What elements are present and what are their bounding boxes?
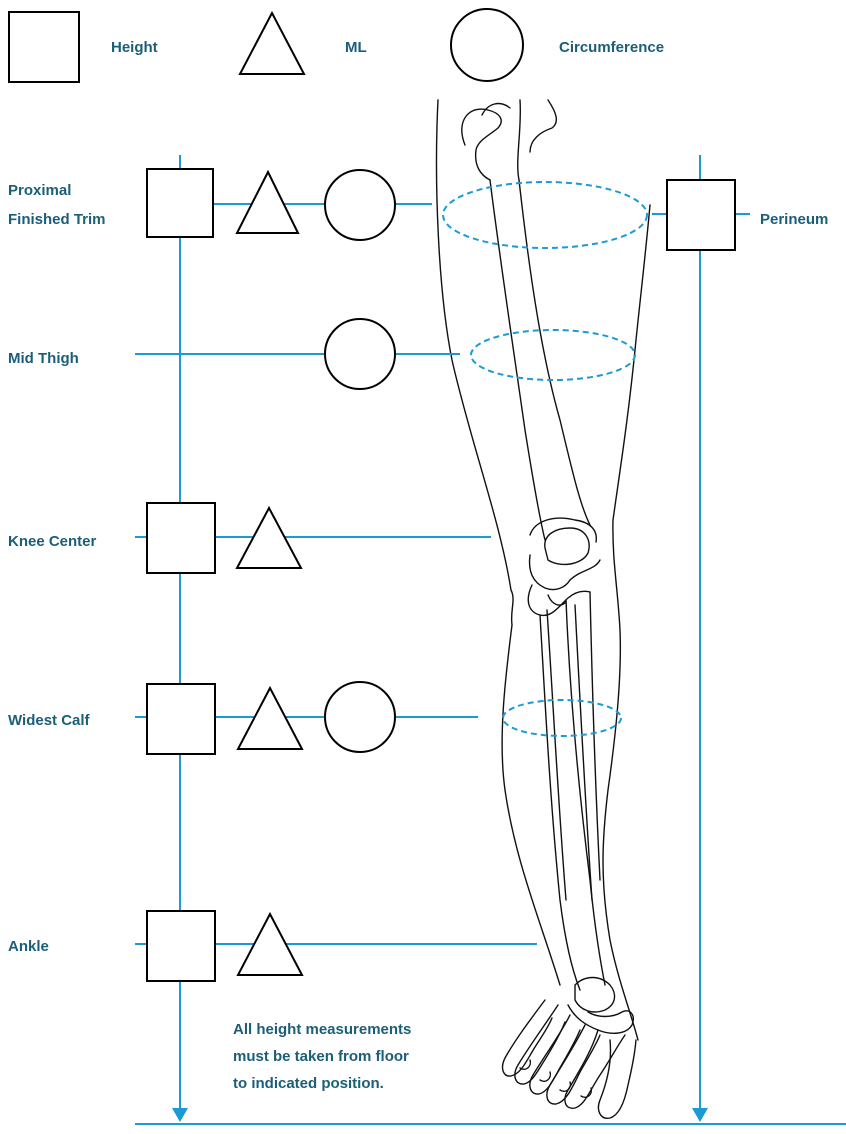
- legend-triangle-icon: [240, 13, 304, 74]
- widest-calf-label: Widest Calf: [8, 712, 91, 729]
- note-line-3: to indicated position.: [233, 1075, 384, 1092]
- leg-skeleton-illustration: [437, 100, 650, 1118]
- ankle-height-square: [147, 911, 215, 981]
- mid-thigh-ellipse: [471, 330, 635, 380]
- knee-center-height-square: [147, 503, 215, 573]
- mid-thigh-label: Mid Thigh: [8, 350, 79, 367]
- legend-square-icon: [9, 12, 79, 82]
- perineum-label: Perineum: [760, 211, 828, 228]
- legend-height-label: Height: [111, 39, 158, 56]
- mid-thigh-circumference-circle: [325, 319, 395, 389]
- widest-calf-circumference-circle: [325, 682, 395, 752]
- proximal-trim-label-line2: Finished Trim: [8, 211, 106, 228]
- left-axis-arrowhead: [172, 1108, 188, 1122]
- proximal-trim-label-line1: Proximal: [8, 182, 71, 199]
- knee-center-label: Knee Center: [8, 533, 97, 550]
- widest-calf-ellipse: [503, 700, 621, 736]
- proximal-trim-circumference-circle: [325, 170, 395, 240]
- proximal-trim-ml-triangle: [237, 172, 298, 233]
- note-line-1: All height measurements: [233, 1021, 411, 1038]
- proximal-trim-height-square: [147, 169, 213, 237]
- ankle-label: Ankle: [8, 938, 49, 955]
- legend-circle-icon: [451, 9, 523, 81]
- legend-ml-label: ML: [345, 39, 367, 56]
- right-axis-arrowhead: [692, 1108, 708, 1122]
- legend-circumference-label: Circumference: [559, 39, 664, 56]
- widest-calf-height-square: [147, 684, 215, 754]
- proximal-trim-ellipse: [443, 182, 647, 248]
- widest-calf-ml-triangle: [238, 688, 302, 749]
- perineum-height-square: [667, 180, 735, 250]
- note-line-2: must be taken from floor: [233, 1048, 409, 1065]
